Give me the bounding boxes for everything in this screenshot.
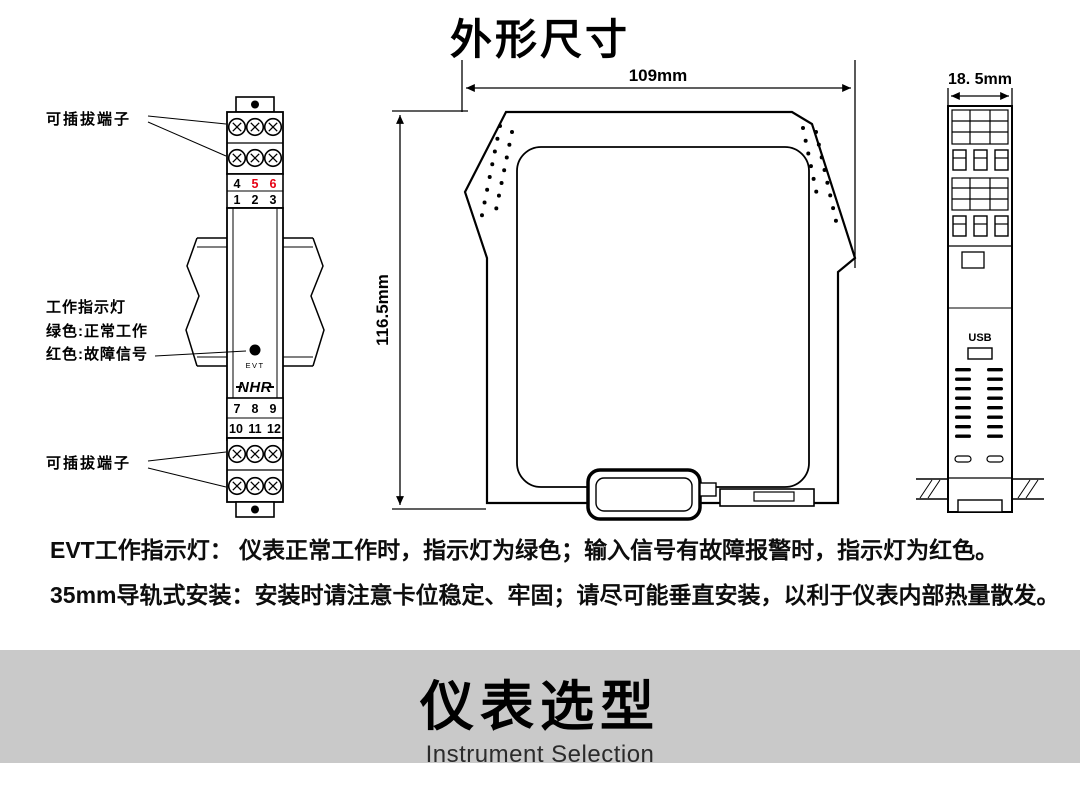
- rail-clip: [719, 488, 815, 507]
- terminal-number: 12: [267, 422, 281, 436]
- dimension-diagram: 4 5 6 1 2 3 EVT NHR 7 8 9 10 11 12: [147, 60, 1044, 521]
- banner-subtitle: Instrument Selection: [425, 741, 655, 768]
- notes: EVT工作指示灯： 仪表正常工作时，指示灯为绿色；输入信号有故障报警时，指示灯为…: [50, 528, 1060, 618]
- label-indicator-green: 绿色:正常工作: [46, 322, 148, 340]
- terminal-number: 3: [270, 193, 277, 207]
- din-rail-end: [916, 478, 1044, 500]
- terminal-number: 5: [252, 177, 259, 191]
- terminal-number: 11: [248, 422, 261, 436]
- label-pluggable-terminal-bottom: 可插拔端子: [46, 455, 132, 472]
- dimension-width-109mm: 109mm: [629, 66, 688, 85]
- dimension-height-116-5mm: 116.5mm: [373, 274, 392, 346]
- usb-port-label: USB: [968, 332, 991, 344]
- module-side-view: [463, 110, 857, 521]
- label-indicator-light: 工作指示灯 绿色:正常工作 红色:故障信号: [46, 296, 148, 367]
- evt-led-indicator: [249, 344, 261, 356]
- terminal-number: 9: [270, 402, 277, 416]
- mounting-dot-bottom: [251, 505, 259, 514]
- note-din-rail-mount: 35mm导轨式安装：安装时请注意卡位稳定、牢固；请尽可能垂直安装，以利于仪表内部…: [50, 582, 1060, 608]
- label-indicator-red: 红色:故障信号: [46, 346, 148, 363]
- mounting-dot-top: [251, 100, 259, 109]
- label-pluggable-terminal-top: 可插拔端子: [46, 111, 132, 128]
- page-title: 外形尺寸: [449, 16, 630, 63]
- module-end-view: USB: [947, 105, 1013, 513]
- module-front-view: 4 5 6 1 2 3 EVT NHR 7 8 9 10 11 12: [226, 96, 284, 518]
- terminal-number: 2: [252, 193, 259, 207]
- terminal-number: 10: [229, 422, 243, 436]
- vent-dots: [478, 124, 840, 232]
- terminal-number: 1: [234, 193, 241, 207]
- terminal-number: 4: [234, 177, 241, 191]
- section-banner: 仪表选型 Instrument Selection: [0, 650, 1080, 768]
- usb-port: [967, 347, 993, 360]
- evt-label: EVT: [245, 361, 264, 370]
- brand-logo: NHR: [238, 379, 272, 396]
- terminal-number: 6: [270, 177, 277, 191]
- dimension-lines-end: [947, 88, 1013, 106]
- label-indicator-title: 工作指示灯: [46, 299, 127, 316]
- leader-lines: [147, 115, 247, 488]
- note-evt-indicator: EVT工作指示灯： 仪表正常工作时，指示灯为绿色；输入信号有故障报警时，指示灯为…: [50, 537, 999, 563]
- dimension-lines-side: [392, 60, 856, 510]
- terminal-number: 7: [234, 402, 241, 416]
- dimension-depth-18-5mm: 18. 5mm: [948, 71, 1012, 88]
- terminal-number: 8: [252, 402, 259, 416]
- banner-title: 仪表选型: [420, 677, 660, 737]
